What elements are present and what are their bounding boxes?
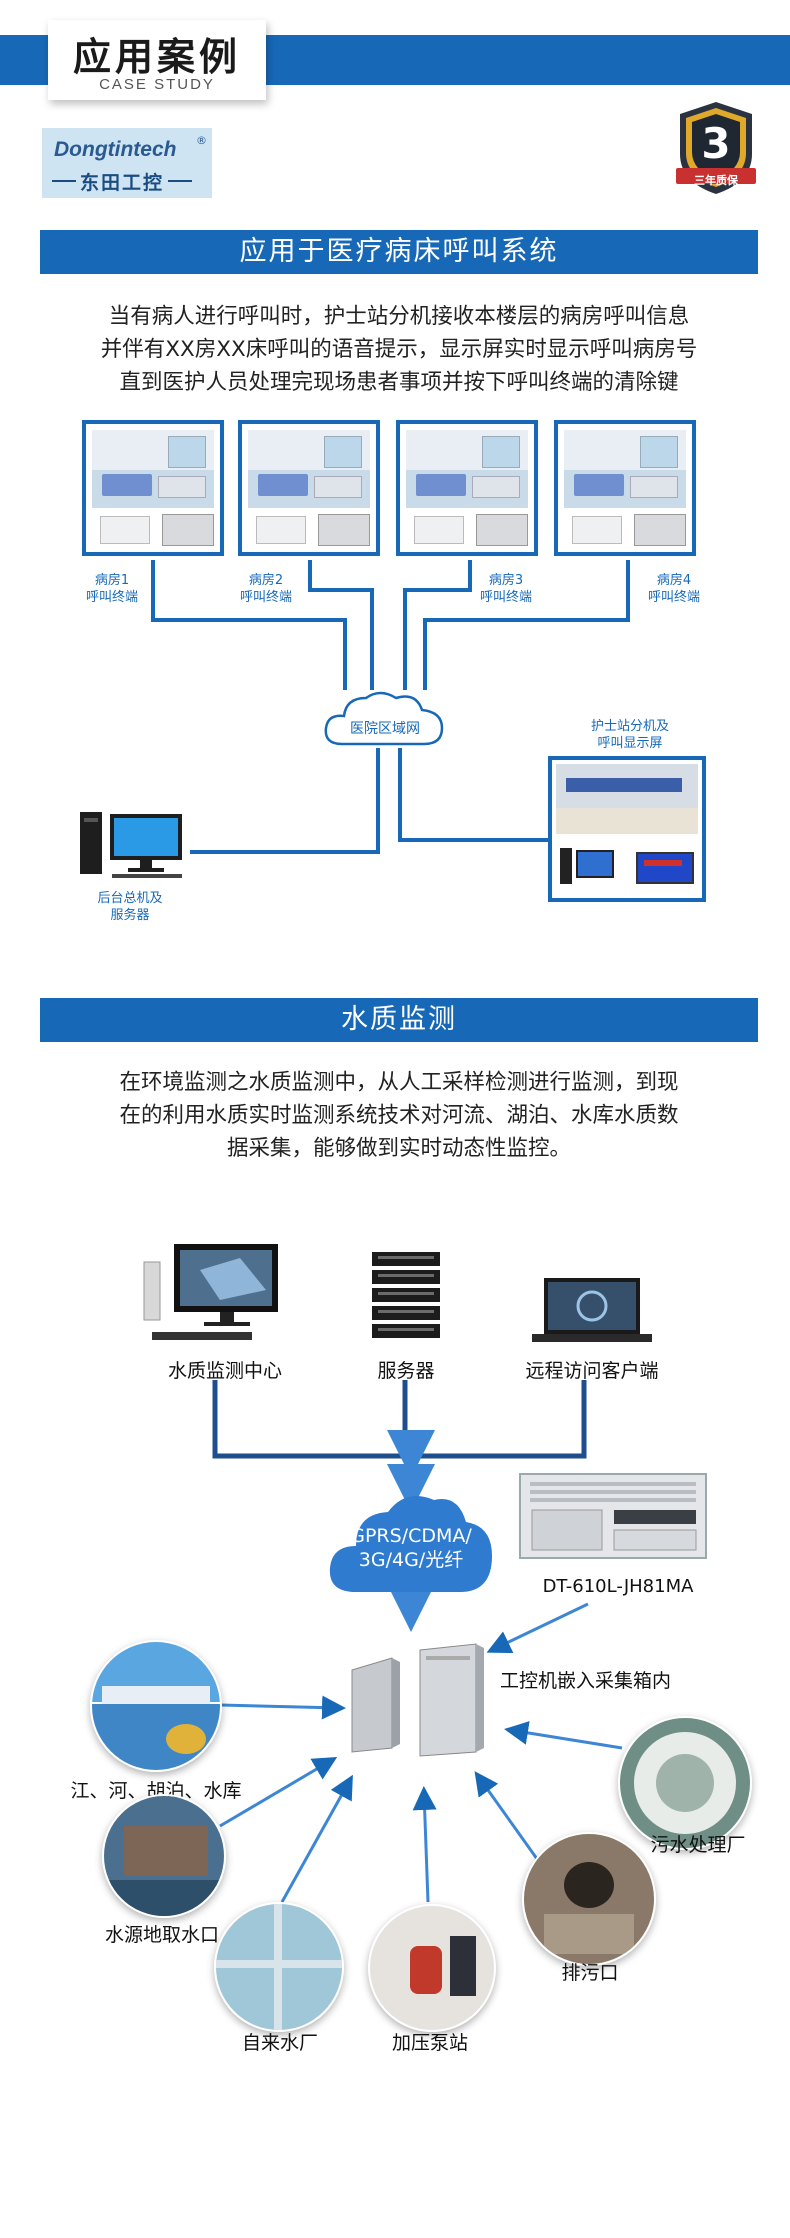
waterworks-photo: [214, 1902, 344, 2032]
brand-logo-cn: 东田工控: [80, 172, 165, 194]
room-2-name: 病房2: [248, 573, 284, 588]
section1-title: 应用于医疗病床呼叫系统: [239, 236, 559, 267]
backend-label: 后台总机及 服务器: [70, 890, 190, 924]
nurse-station-card: [548, 756, 706, 902]
source-waterworks: 自来水厂: [241, 2032, 318, 2054]
brand-logo: [42, 128, 212, 198]
nurse-station-label: 护士站分机及 呼叫显示屏: [560, 718, 700, 752]
node-remote-client: 远程访问客户端: [525, 1360, 659, 1382]
backend-line-1: 后台总机及: [97, 891, 163, 906]
sewage-outlet-photo: [522, 1832, 656, 1966]
section2-line-1: 在环境监测之水质监测中，从人工采样检测进行监测，到现: [119, 1070, 679, 1095]
registered-mark: ®: [196, 134, 207, 147]
monitoring-center-icon: [143, 1244, 278, 1340]
section2-line-3: 据采集，能够做到实时动态性监控。: [226, 1136, 571, 1161]
room-3-name: 病房3: [488, 573, 524, 588]
laptop-icon: [532, 1278, 652, 1342]
intake-photo: [102, 1794, 226, 1918]
header-title-box: [48, 20, 266, 100]
cloud-label: 医院区域网: [350, 721, 420, 737]
network-cloud-label: GPRS/CDMA/ 3G/4G/光纤: [326, 1524, 496, 1572]
device-label: DT-610L-JH81MA: [542, 1576, 694, 1597]
cabinet-icon: [351, 1643, 484, 1757]
cloud-icon: [324, 691, 444, 746]
node-server: 服务器: [377, 1360, 435, 1382]
room-4-name: 病房4: [656, 573, 692, 588]
source-treatment-plant: 污水处理厂: [650, 1834, 746, 1856]
node-monitoring-center: 水质监测中心: [167, 1360, 282, 1382]
hospital-network-lines: [151, 560, 630, 854]
section1-line-3: 直到医护人员处理完现场患者事项并按下呼叫终端的清除键: [119, 370, 679, 395]
source-sewage-outlet: 排污口: [561, 1962, 619, 1984]
room-4-label: 病房4 呼叫终端: [624, 572, 724, 606]
logo-rule-right: [168, 180, 192, 182]
water-network-lines: [212, 1380, 623, 1903]
room-1-name: 病房1: [94, 573, 130, 588]
room-3-label: 病房3 呼叫终端: [456, 572, 556, 606]
section1-paragraph: 当有病人进行呼叫时，护士站分机接收本楼层的病房呼叫信息 并伴有XX房XX床呼叫的…: [40, 300, 758, 399]
section1-line-1: 当有病人进行呼叫时，护士站分机接收本楼层的病房呼叫信息: [108, 304, 690, 329]
page-title: 应用案例: [72, 35, 241, 79]
section1-line-2: 并伴有XX房XX床呼叫的语音提示，显示屏实时显示呼叫病房号: [100, 337, 698, 362]
room-1-sub: 呼叫终端: [85, 590, 138, 605]
server-rack-icon: [372, 1252, 440, 1338]
cabinet-label: 工控机嵌入采集箱内: [500, 1670, 672, 1692]
room-4-card: [554, 420, 696, 556]
backend-line-2: 服务器: [110, 908, 150, 923]
lake-photo: [90, 1640, 222, 1772]
room-3-sub: 呼叫终端: [479, 590, 532, 605]
source-pump-station: 加压泵站: [391, 2032, 468, 2054]
computer-icon: [80, 812, 182, 878]
section2-title: 水质监测: [341, 1004, 457, 1035]
room-4-sub: 呼叫终端: [647, 590, 700, 605]
logo-rule-left: [52, 180, 76, 182]
badge-text: 三年质保: [694, 174, 738, 187]
cloud-line-2: 3G/4G/光纤: [358, 1549, 464, 1571]
cloud-line-1: GPRS/CDMA/: [350, 1525, 472, 1547]
room-2-card: [238, 420, 380, 556]
section2-line-2: 在的利用水质实时监测系统技术对河流、湖泊、水库水质数: [119, 1103, 679, 1128]
room-3-card: [396, 420, 538, 556]
nurse-station-line-2: 呼叫显示屏: [597, 736, 663, 751]
warranty-badge-icon: 3: [676, 102, 756, 194]
nurse-station-line-1: 护士站分机及: [590, 719, 669, 734]
section2-bar: [40, 998, 758, 1042]
section1-bar: [40, 230, 758, 274]
brand-logo-en: Dongtintech: [54, 138, 177, 161]
badge-number: 3: [701, 119, 730, 168]
treatment-plant-photo: [618, 1716, 752, 1850]
source-intake: 水源地取水口: [104, 1924, 219, 1946]
room-1-label: 病房1 呼叫终端: [62, 572, 162, 606]
network-cloud-icon: [329, 1496, 492, 1592]
room-1-card: [82, 420, 224, 556]
room-2-label: 病房2 呼叫终端: [216, 572, 316, 606]
page-subtitle: CASE STUDY: [99, 76, 215, 93]
section2-paragraph: 在环境监测之水质监测中，从人工采样检测进行监测，到现 在的利用水质实时监测系统技…: [40, 1066, 758, 1165]
pump-station-photo: [368, 1904, 496, 2032]
industrial-pc-icon: [519, 1473, 707, 1559]
room-2-sub: 呼叫终端: [239, 590, 292, 605]
